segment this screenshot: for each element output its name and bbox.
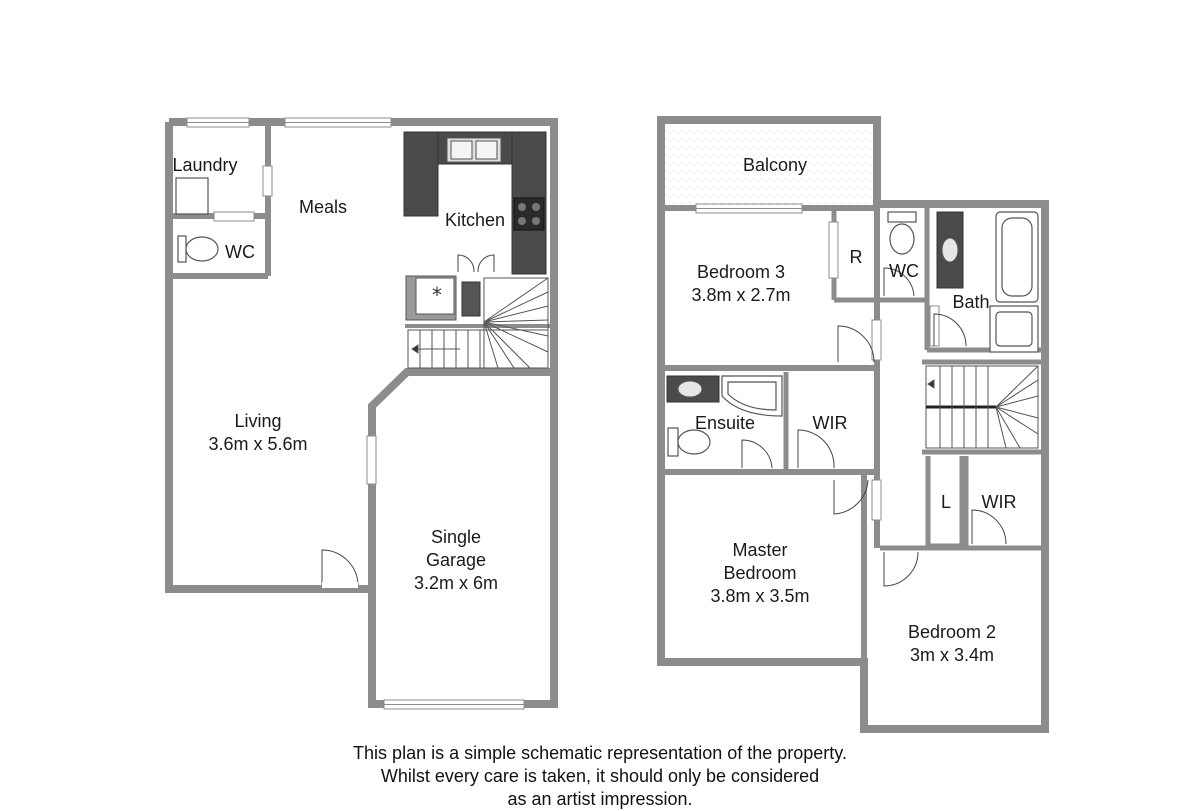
living-label: Living [234,411,281,431]
bedroom2-size: 3m x 3.4m [910,645,994,665]
toilet-icon [667,427,711,457]
balcony-label: Balcony [743,155,807,175]
garage-label-line2: Garage [426,550,486,570]
toilet-icon [887,211,917,255]
ground-windows [186,117,525,710]
bed2-wir-label: WIR [982,492,1017,512]
first-outer-wall [657,200,1049,733]
linen-label: L [941,492,951,512]
first-stairs [925,365,1039,449]
bedroom3-label: Bedroom 3 [697,262,785,282]
ensuite-shower-icon [721,375,783,417]
master-label-line2: Bedroom [723,563,796,583]
ensuite-label: Ensuite [695,413,755,433]
first-floor-plan [657,116,1049,733]
garage-label-line1: Single [431,527,481,547]
master-size: 3.8m x 3.5m [710,586,809,606]
bathtub-icon [995,211,1039,303]
ground-floor-plan: * [165,117,558,710]
living-size: 3.6m x 5.6m [208,434,307,454]
first-doors [741,267,1007,587]
bath-label: Bath [952,292,989,312]
master-label-line1: Master [732,540,787,560]
cooktop-icon [513,197,545,231]
robe-label: R [850,247,863,267]
sink-icon [446,137,502,163]
laundry-tub [175,177,209,215]
upstairs-wc-label: WC [889,261,919,281]
meals-label: Meals [299,197,347,217]
ground-stairs [407,277,549,369]
disclaimer-line-2: Whilst every care is taken, it should on… [380,766,820,786]
svg-text:*: * [432,283,442,307]
shower-icon [989,305,1039,353]
laundry-label: Laundry [172,155,237,175]
garage-size: 3.2m x 6m [414,573,498,593]
balcony-wall [657,116,881,208]
vanity-icon [936,211,964,289]
fridge-icon: * [405,275,481,321]
ensuite-vanity-icon [666,375,720,403]
ground-doors [321,254,495,588]
disclaimer-line-1: This plan is a simple schematic represen… [353,743,847,763]
balcony-floor [664,124,874,208]
wc-label: WC [225,242,255,262]
toilet-icon [177,235,219,263]
bedroom3-size: 3.8m x 2.7m [691,285,790,305]
master-wir-label: WIR [813,413,848,433]
kitchen-label: Kitchen [445,210,505,230]
disclaimer: This plan is a simple schematic represen… [0,742,1200,811]
room-labels: Laundry WC Meals Kitchen Living 3.6m x 5… [172,155,1016,665]
bedroom2-label: Bedroom 2 [908,622,996,642]
